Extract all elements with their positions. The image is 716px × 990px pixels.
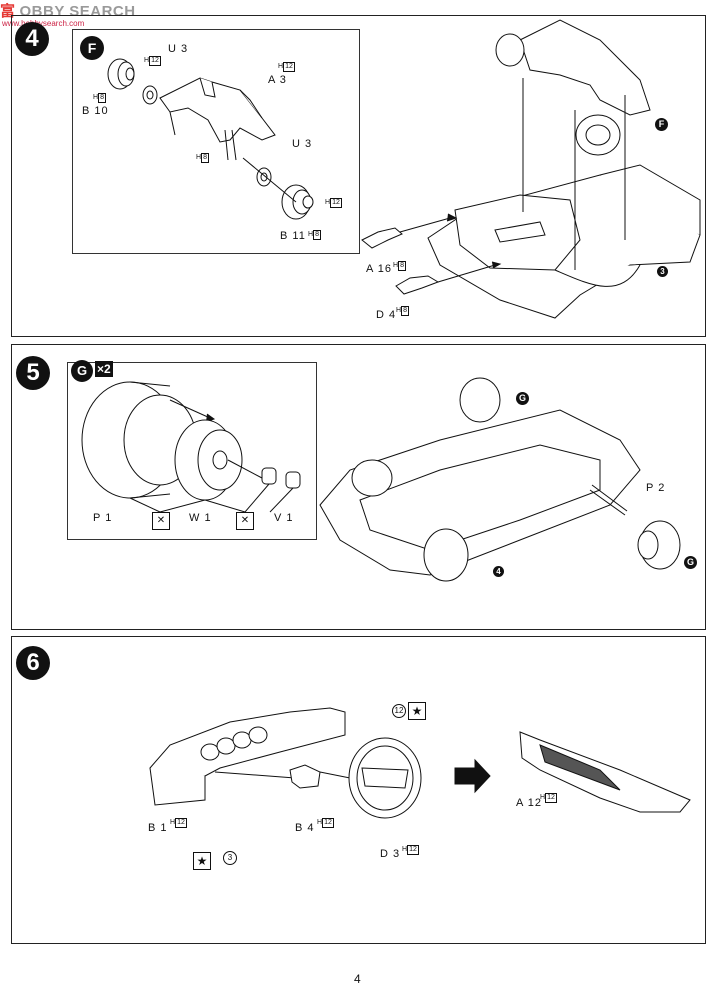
page-number: 4	[354, 972, 361, 986]
label-d4: D 4	[376, 309, 397, 321]
glue-warning-icon-1: ✕	[152, 512, 170, 530]
star-marker-bottom: ★	[193, 852, 211, 870]
label-d3: D 3	[380, 848, 401, 860]
part-d4	[395, 275, 440, 295]
step-4-callout-f: F	[655, 118, 668, 131]
step-4-panel	[11, 15, 706, 337]
step-5-multiplier: ×2	[95, 361, 113, 377]
step-4-callout-3: 3	[657, 266, 668, 277]
label-p2: P 2	[646, 482, 666, 494]
hub-b10	[107, 58, 135, 90]
dashboard-b1	[149, 707, 346, 806]
step-5-callout-4: 4	[493, 566, 504, 577]
marker-12: 12	[392, 704, 406, 718]
part-a16	[361, 227, 403, 249]
label-a12: A 12	[516, 797, 543, 809]
steering-wheel-d3	[348, 737, 422, 819]
label-b1: B 1	[148, 822, 168, 834]
step-6-number: 6	[16, 646, 50, 680]
marker-3: 3	[223, 851, 237, 865]
step-4-number: 4	[15, 22, 49, 56]
chassis-step4	[427, 164, 701, 319]
step-5-number: 5	[16, 356, 50, 390]
front-suspension-step4	[495, 19, 651, 270]
step-5-inset	[67, 362, 317, 540]
step-6-arrow	[454, 758, 491, 794]
step-4-inset-label: F	[80, 36, 104, 60]
label-w1: W 1	[189, 512, 212, 524]
washer-u3-bottom	[256, 167, 272, 187]
washer-u3-top	[142, 85, 158, 105]
label-v1: V 1	[274, 512, 294, 524]
panel-a12	[519, 731, 691, 813]
step-5-callout-g-top: G	[516, 392, 529, 405]
watermark-url: www.hobbysearch.com	[2, 19, 85, 28]
step-5-panel	[11, 344, 706, 630]
label-u3-bottom: U 3	[292, 138, 313, 150]
step-5-inset-label: G	[71, 360, 93, 382]
label-u3-top: U 3	[168, 43, 189, 55]
label-b4: B 4	[295, 822, 315, 834]
label-a16: A 16	[366, 263, 393, 275]
step-6-panel	[11, 636, 706, 944]
step-4-inset	[72, 29, 360, 254]
label-p1: P 1	[93, 512, 113, 524]
wheel-rear-step5	[637, 520, 681, 570]
hub-b11	[281, 184, 314, 220]
label-b10: B 10	[82, 105, 109, 117]
crossmember-a3	[159, 77, 276, 161]
label-a3: A 3	[268, 74, 287, 86]
switch-b4	[289, 764, 321, 789]
glue-warning-icon-2: ✕	[236, 512, 254, 530]
chassis-step5	[319, 377, 641, 582]
label-b11: B 11	[280, 230, 306, 242]
step-5-callout-g-right: G	[684, 556, 697, 569]
star-marker-top: ★	[408, 702, 426, 720]
